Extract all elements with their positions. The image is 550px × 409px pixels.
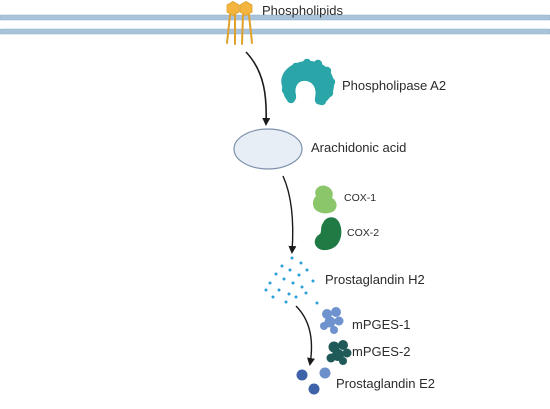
prostaglandin-h2-dot xyxy=(268,281,272,285)
prostaglandin-h2-dot xyxy=(300,285,304,289)
prostaglandin-h2-dot xyxy=(277,288,281,292)
prostaglandin-h2-dots xyxy=(264,256,319,305)
phospholipase-a2-bump xyxy=(281,85,291,95)
cox-2-icon xyxy=(314,217,342,251)
prostaglandin-h2-dot xyxy=(264,288,268,292)
prostaglandin-h2-dot xyxy=(274,272,278,276)
phospholipase-a2-bump xyxy=(313,59,323,69)
phospholipids-icon xyxy=(226,1,253,45)
phospholipase-a2-bump xyxy=(317,96,327,106)
phospholipase-a2-bump xyxy=(283,71,293,81)
prostaglandin-h2-dot xyxy=(284,300,288,304)
prostaglandin-h2-dot xyxy=(288,268,292,272)
phospholipase-a2-bump xyxy=(326,77,336,87)
phospholipase-a2-bump xyxy=(322,66,332,76)
phospholipase-a2-label: Phospholipase A2 xyxy=(342,78,447,93)
mpges-1-icon xyxy=(320,307,344,334)
cell-membrane xyxy=(0,14,550,35)
phospholipase-a2-bump xyxy=(291,62,301,72)
prostaglandin-h2-dot xyxy=(291,281,295,285)
arachidonic-acid-shape xyxy=(233,128,303,170)
prostaglandin-h2-dot xyxy=(315,301,319,305)
prostaglandin-h2-dot xyxy=(311,279,315,283)
mpges-2-label: mPGES-2 xyxy=(352,344,411,359)
prostaglandin-h2-dot xyxy=(304,291,308,295)
cox-1-label: COX-1 xyxy=(344,192,377,204)
prostaglandin-h2-label: Prostaglandin H2 xyxy=(325,272,425,287)
mpges-1-label: mPGES-1 xyxy=(352,317,411,332)
prostaglandin-h2-dot xyxy=(297,273,301,277)
prostaglandin-h2-dot xyxy=(280,264,284,268)
prostaglandin-h2-dot xyxy=(294,295,298,299)
prostaglandin-h2-dot xyxy=(282,277,286,281)
mpges-2-icon xyxy=(326,340,352,365)
phospholipase-a2-icon xyxy=(281,58,336,106)
prostaglandin-e2-balls xyxy=(296,367,331,395)
arachidonic-acid-label: Arachidonic acid xyxy=(311,140,407,155)
prostaglandin-h2-dot xyxy=(305,268,309,272)
arrow-to-pge2 xyxy=(295,305,315,366)
phospholipids-label: Phospholipids xyxy=(262,3,343,18)
phospholipase-a2-bump xyxy=(324,88,334,98)
prostaglandin-e2-label: Prostaglandin E2 xyxy=(336,376,436,391)
phospholipase-a2-bump xyxy=(286,94,296,104)
prostaglandin-h2-dot xyxy=(271,295,275,299)
cox-2-label: COX-2 xyxy=(347,227,380,239)
prostaglandin-h2-dot xyxy=(287,292,291,296)
arrow-to-arachidonic xyxy=(245,51,271,126)
prostaglandin-h2-dot xyxy=(290,256,294,260)
cox-1-icon xyxy=(312,185,337,214)
arrow-to-pgh2 xyxy=(282,175,297,254)
prostaglandin-h2-dot xyxy=(299,261,303,265)
phospholipase-a2-bump xyxy=(302,58,312,68)
